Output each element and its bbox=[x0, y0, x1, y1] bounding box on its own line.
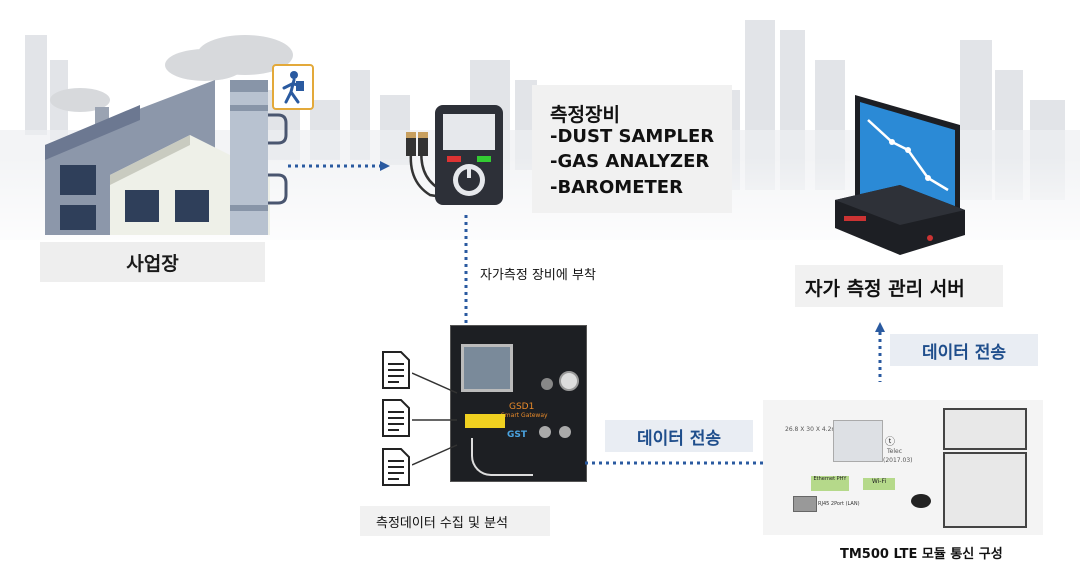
module-dimension: 26.8 X 30 X 4.2mm bbox=[785, 426, 844, 433]
module-caption: TM500 LTE 모듈 통신 구성 bbox=[840, 547, 1003, 562]
document-icon-3 bbox=[382, 448, 410, 486]
module-telec-date: (2017.03) bbox=[883, 457, 913, 464]
document-icon-1 bbox=[382, 351, 410, 389]
module-wifi: Wi-Fi bbox=[863, 478, 895, 490]
equipment-title: 측정장비 bbox=[550, 104, 620, 126]
device-logo: GST bbox=[507, 430, 528, 440]
module-telec: Telec bbox=[887, 448, 902, 455]
collector-device-photo: GSD1 Smart Gateway GST bbox=[450, 325, 587, 482]
equipment-item-barometer: -BAROMETER bbox=[550, 177, 683, 198]
transfer-label-mid: 데이터 전송 bbox=[605, 420, 753, 452]
module-ethernet: Ethernet PHY bbox=[811, 476, 849, 491]
device-screen bbox=[461, 344, 513, 392]
device-port-2 bbox=[559, 426, 571, 438]
attach-label: 자가측정 장비에 부착 bbox=[480, 268, 596, 283]
document-connector-lines bbox=[412, 372, 458, 466]
line-equipment-to-device bbox=[464, 215, 468, 327]
module-board-panel: 26.8 X 30 X 4.2mm ⓣ Telec (2017.03) Ethe… bbox=[763, 400, 1043, 535]
equipment-item-gas: -GAS ANALYZER bbox=[550, 151, 710, 172]
device-cables bbox=[471, 438, 533, 476]
collector-caption-box bbox=[360, 506, 550, 536]
module-rj45: RJ45 2Port (LAN) bbox=[818, 501, 860, 507]
worker-icon bbox=[272, 64, 314, 110]
device-brand-sub: Smart Gateway bbox=[501, 412, 548, 419]
telec-icon: ⓣ bbox=[885, 437, 895, 448]
arrow-factory-to-equipment bbox=[288, 161, 390, 171]
device-port-1 bbox=[539, 426, 551, 438]
module-card-top bbox=[943, 408, 1027, 450]
server-monitor-icon bbox=[835, 95, 965, 255]
rj45-icon bbox=[793, 496, 817, 512]
line-device-to-module bbox=[585, 461, 765, 465]
document-icon-2 bbox=[382, 399, 410, 437]
device-gauge bbox=[559, 371, 579, 391]
module-card-bottom bbox=[943, 452, 1027, 528]
equipment-item-dust: -DUST SAMPLER bbox=[550, 126, 715, 147]
transfer-label-right: 데이터 전송 bbox=[890, 334, 1038, 366]
factory-illustration bbox=[45, 35, 293, 235]
factory-label: 사업장 bbox=[40, 242, 265, 282]
arrow-module-to-server bbox=[875, 322, 885, 382]
device-knob bbox=[541, 378, 553, 390]
device-connectors bbox=[465, 414, 505, 428]
collector-caption: 측정데이터 수집 및 분석 bbox=[376, 516, 508, 531]
equipment-box bbox=[532, 85, 732, 213]
server-label-box bbox=[795, 265, 1003, 307]
device-brand: GSD1 bbox=[509, 402, 535, 412]
module-chip bbox=[833, 420, 883, 462]
wifi-icon bbox=[911, 494, 931, 508]
measurement-meter-icon bbox=[406, 105, 503, 205]
server-label: 자가 측정 관리 서버 bbox=[805, 278, 965, 300]
